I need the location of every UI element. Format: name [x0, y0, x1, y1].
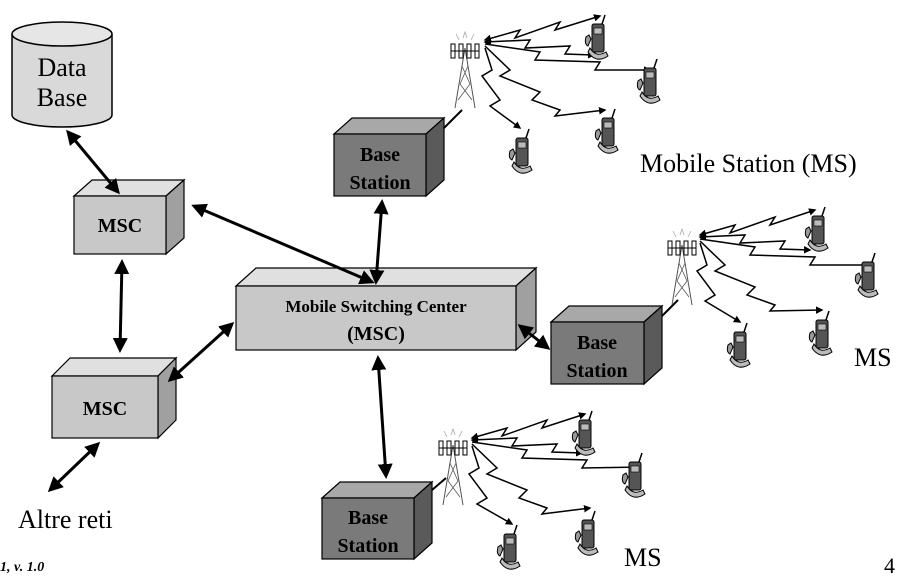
- mobile-phone-icon: [574, 510, 599, 556]
- arrow-msc-msc: [112, 259, 130, 353]
- mobile-stations: [496, 14, 879, 570]
- base-station-top: Base Station: [332, 116, 446, 198]
- base-station-top-line1: Base: [360, 144, 400, 166]
- msc-bottom-box: MSC: [50, 356, 178, 440]
- ms-right-label: MS: [854, 343, 892, 372]
- arrow-central-bs-bottom: [371, 355, 393, 479]
- msc-bottom-label: MSC: [83, 398, 127, 420]
- mobile-phone-icon: [496, 524, 521, 570]
- mobile-phone-icon: [584, 14, 609, 60]
- mobile-phone-icon: [508, 128, 533, 174]
- mobile-phone-icon: [726, 322, 751, 368]
- database-label-line2: Base: [37, 83, 88, 112]
- antenna-tower-icon-bottom: [438, 428, 468, 506]
- base-station-bottom-line2: Station: [337, 535, 398, 557]
- mobile-phone-icon: [621, 452, 646, 498]
- central-msc-label-line2: (MSC): [347, 323, 405, 345]
- arrow-central-bs-right: [517, 324, 551, 350]
- base-station-right: Base Station: [549, 304, 664, 386]
- footer-version: 1, v. 1.0: [0, 560, 45, 575]
- base-station-bottom-line1: Base: [348, 507, 388, 529]
- central-msc-box: Mobile Switching Center (MSC): [234, 266, 538, 352]
- base-station-right-line1: Base: [577, 332, 617, 354]
- mobile-phone-icon: [804, 206, 829, 252]
- ms-bottom-label: MS: [624, 543, 662, 572]
- mobile-phone-icon: [594, 108, 619, 154]
- mobile-phone-icon: [636, 58, 661, 104]
- arrow-mscbottom-central: [167, 321, 235, 383]
- base-station-right-line2: Station: [566, 360, 627, 382]
- arrow-db-msc: [66, 129, 120, 195]
- central-msc-label-line1: Mobile Switching Center: [285, 297, 467, 316]
- database: Data Base: [11, 21, 113, 128]
- antenna-tower-icon-right: [667, 228, 697, 306]
- arrow-msc-central: [191, 203, 375, 285]
- mobile-phone-icon: [808, 310, 833, 356]
- msc-top-label: MSC: [98, 215, 142, 237]
- radio-links: [467, 14, 872, 525]
- mobile-station-label: Mobile Station (MS): [640, 149, 857, 178]
- base-station-bottom: Base Station: [320, 480, 434, 561]
- arrow-central-bs-top: [369, 199, 389, 285]
- mobile-phone-icon: [854, 252, 879, 298]
- page-number: 4: [884, 553, 895, 578]
- base-station-top-line2: Station: [349, 172, 410, 194]
- other-networks-label: Altre reti: [18, 505, 113, 534]
- database-label-line1: Data: [37, 53, 87, 82]
- msc-top-box: MSC: [72, 178, 186, 256]
- antenna-tower-icon-top: [450, 31, 480, 109]
- connection-arrows: [47, 129, 551, 493]
- arrow-msc-other-networks: [47, 441, 101, 493]
- antenna-towers: [431, 31, 697, 506]
